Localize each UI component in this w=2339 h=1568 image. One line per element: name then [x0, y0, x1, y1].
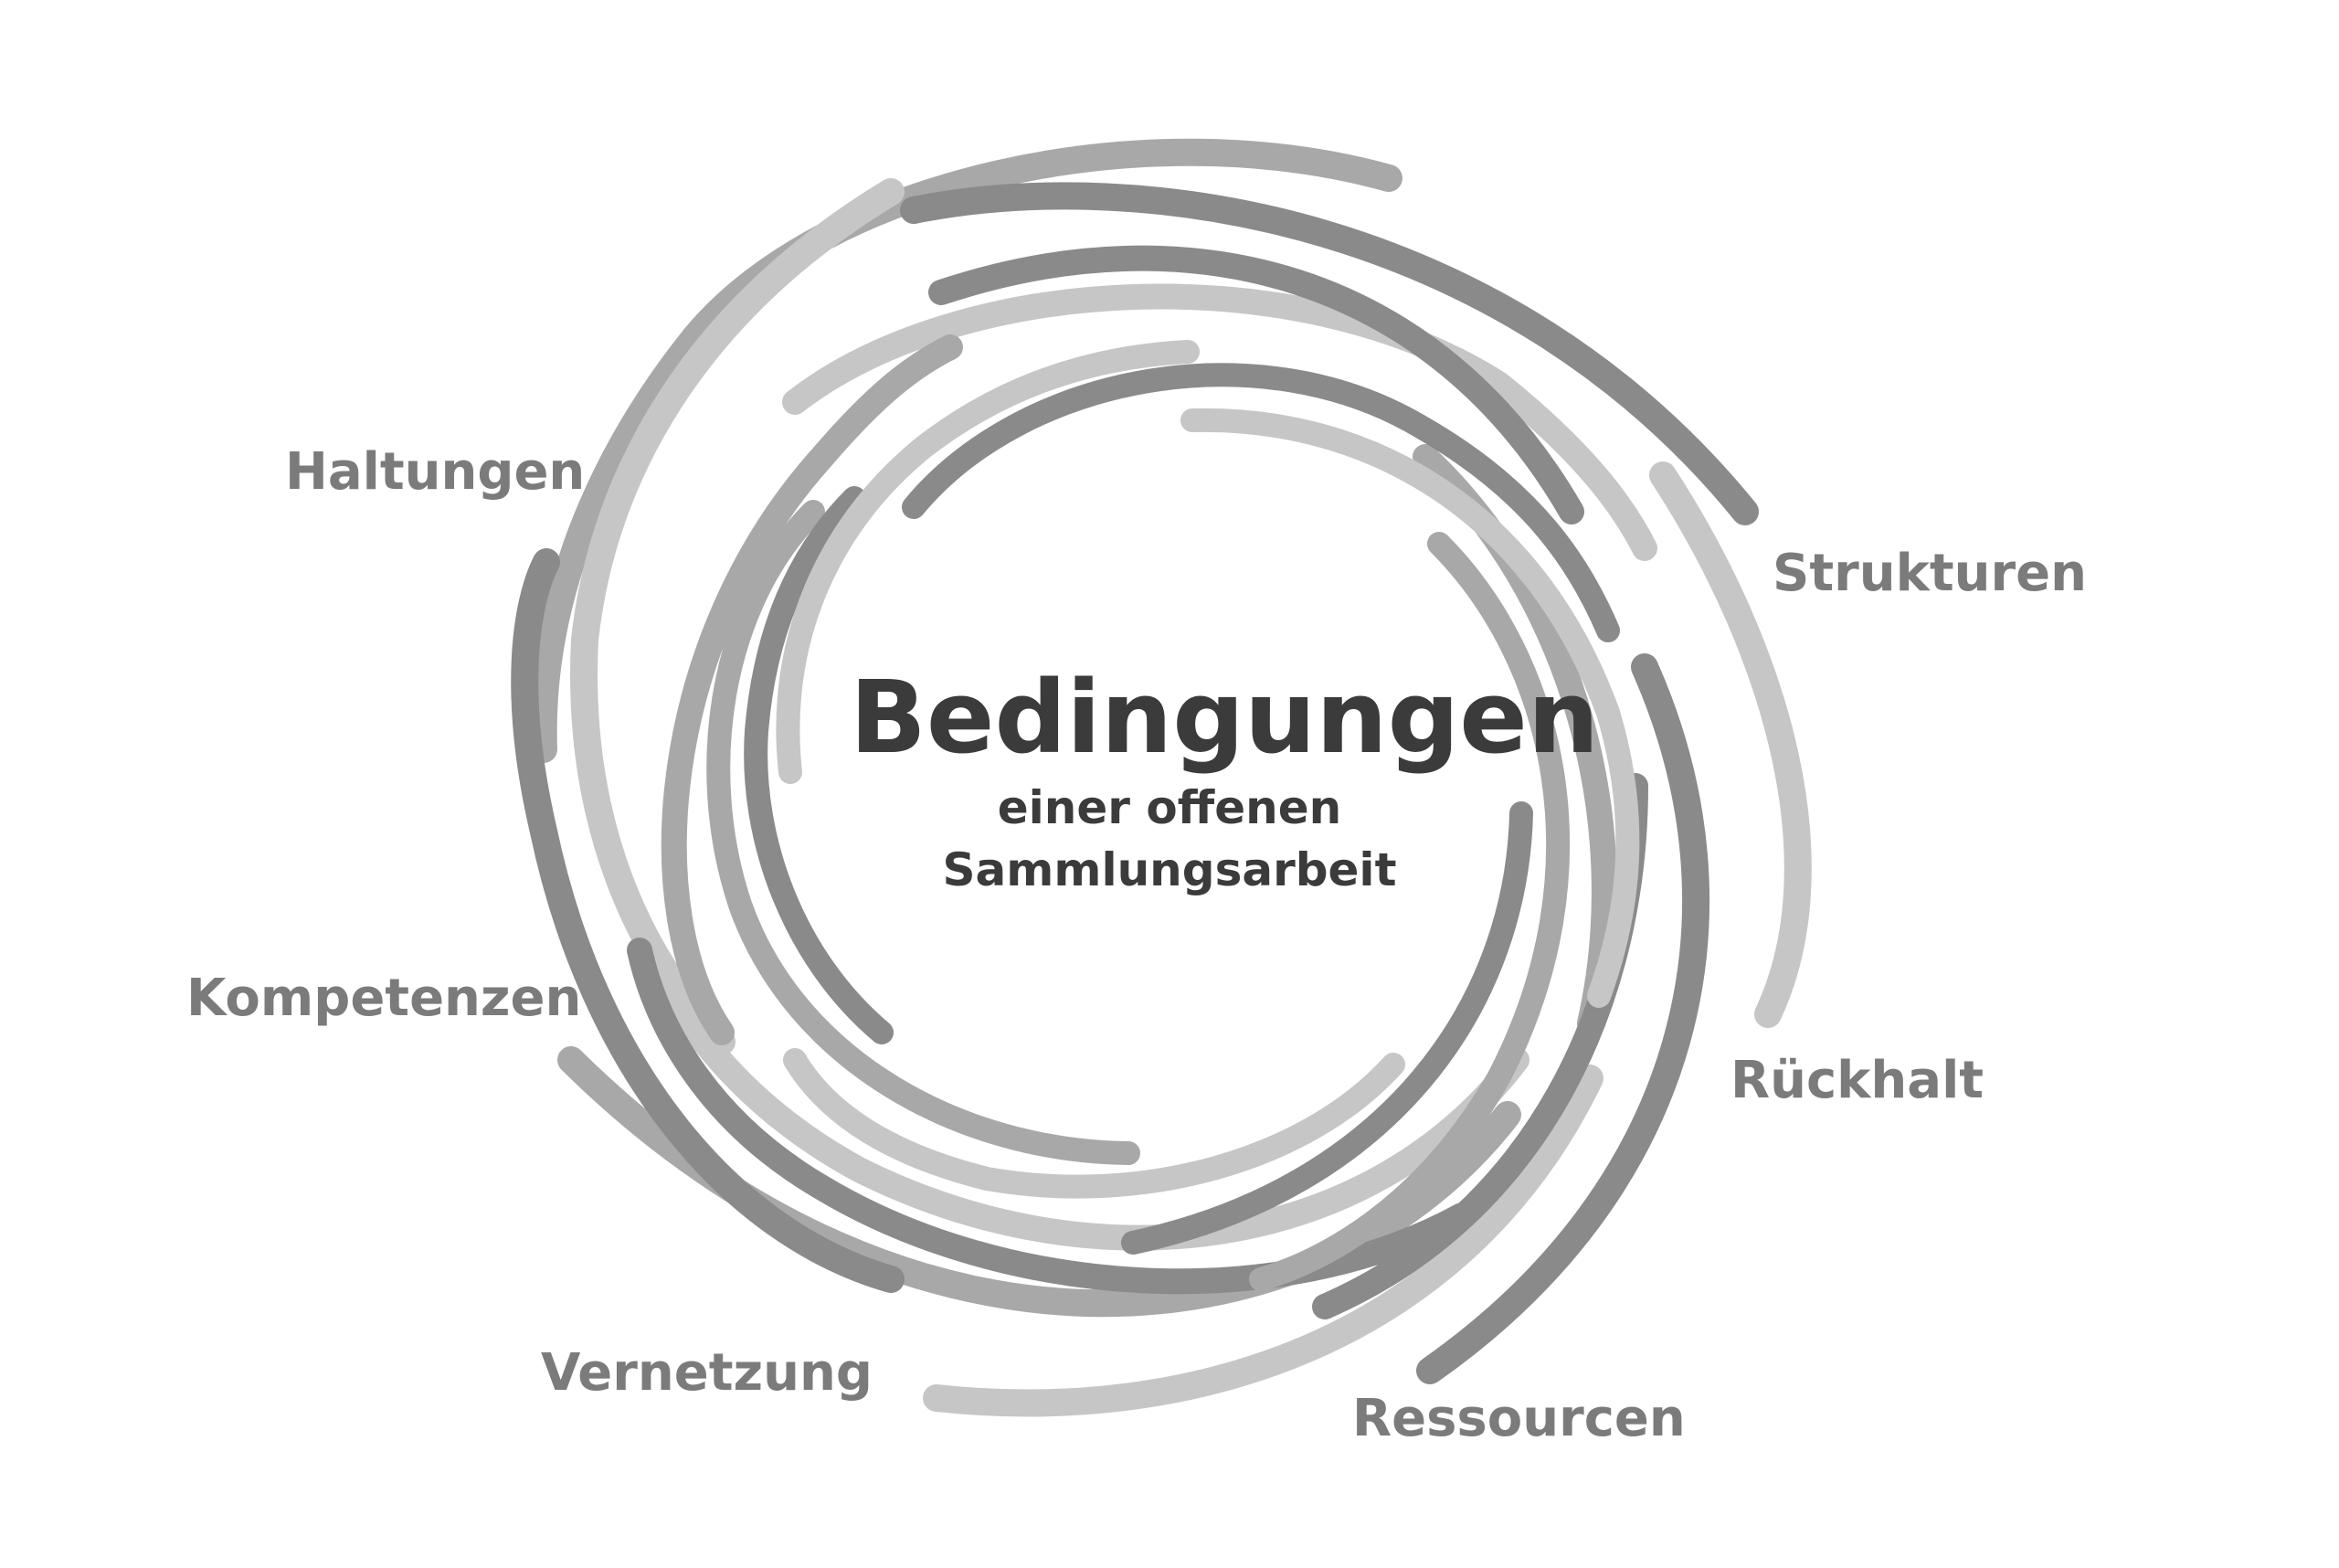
swirl-stroke	[645, 956, 1529, 1251]
label-rueckhalt: Rückhalt	[1730, 1051, 1984, 1110]
swirl-stroke	[511, 548, 905, 1293]
center-text: Bedingungen einer offenen Sammlungsarbei…	[850, 658, 1600, 901]
label-strukturen: Strukturen	[1773, 544, 2087, 603]
swirl-stroke	[1649, 461, 1812, 1028]
swirl-stroke	[529, 138, 1402, 763]
diagram-subtitle-line-2: Sammlungsarbeit	[942, 843, 1397, 896]
swirl-stroke	[782, 283, 1657, 561]
swirl-stroke	[1416, 653, 1709, 1384]
swirl-stroke	[1180, 408, 1640, 1008]
swirl-stroke	[928, 245, 1584, 524]
swirl-stroke	[902, 363, 1620, 642]
swirl-stroke	[661, 334, 963, 1045]
swirl-stroke	[923, 1065, 1603, 1417]
label-vernetzung: Vernetzung	[541, 1343, 873, 1403]
swirl-stroke	[900, 182, 1759, 525]
swirl-stroke	[1249, 532, 1571, 1291]
swirl-stroke	[776, 340, 1200, 784]
swirl-stroke	[1121, 801, 1533, 1255]
label-ressourcen: Ressourcen	[1352, 1389, 1686, 1448]
label-haltungen: Haltungen	[285, 442, 586, 502]
swirl-stroke	[706, 500, 1140, 1165]
diagram-subtitle-line-1: einer offenen	[997, 781, 1342, 834]
diagram-title: Bedingungen	[850, 659, 1600, 776]
swirl-stroke	[783, 1048, 1405, 1199]
label-kompetenzen: Kompetenzen	[186, 969, 582, 1028]
swirl-stroke	[744, 486, 894, 1044]
swirl-stroke	[570, 178, 905, 1055]
